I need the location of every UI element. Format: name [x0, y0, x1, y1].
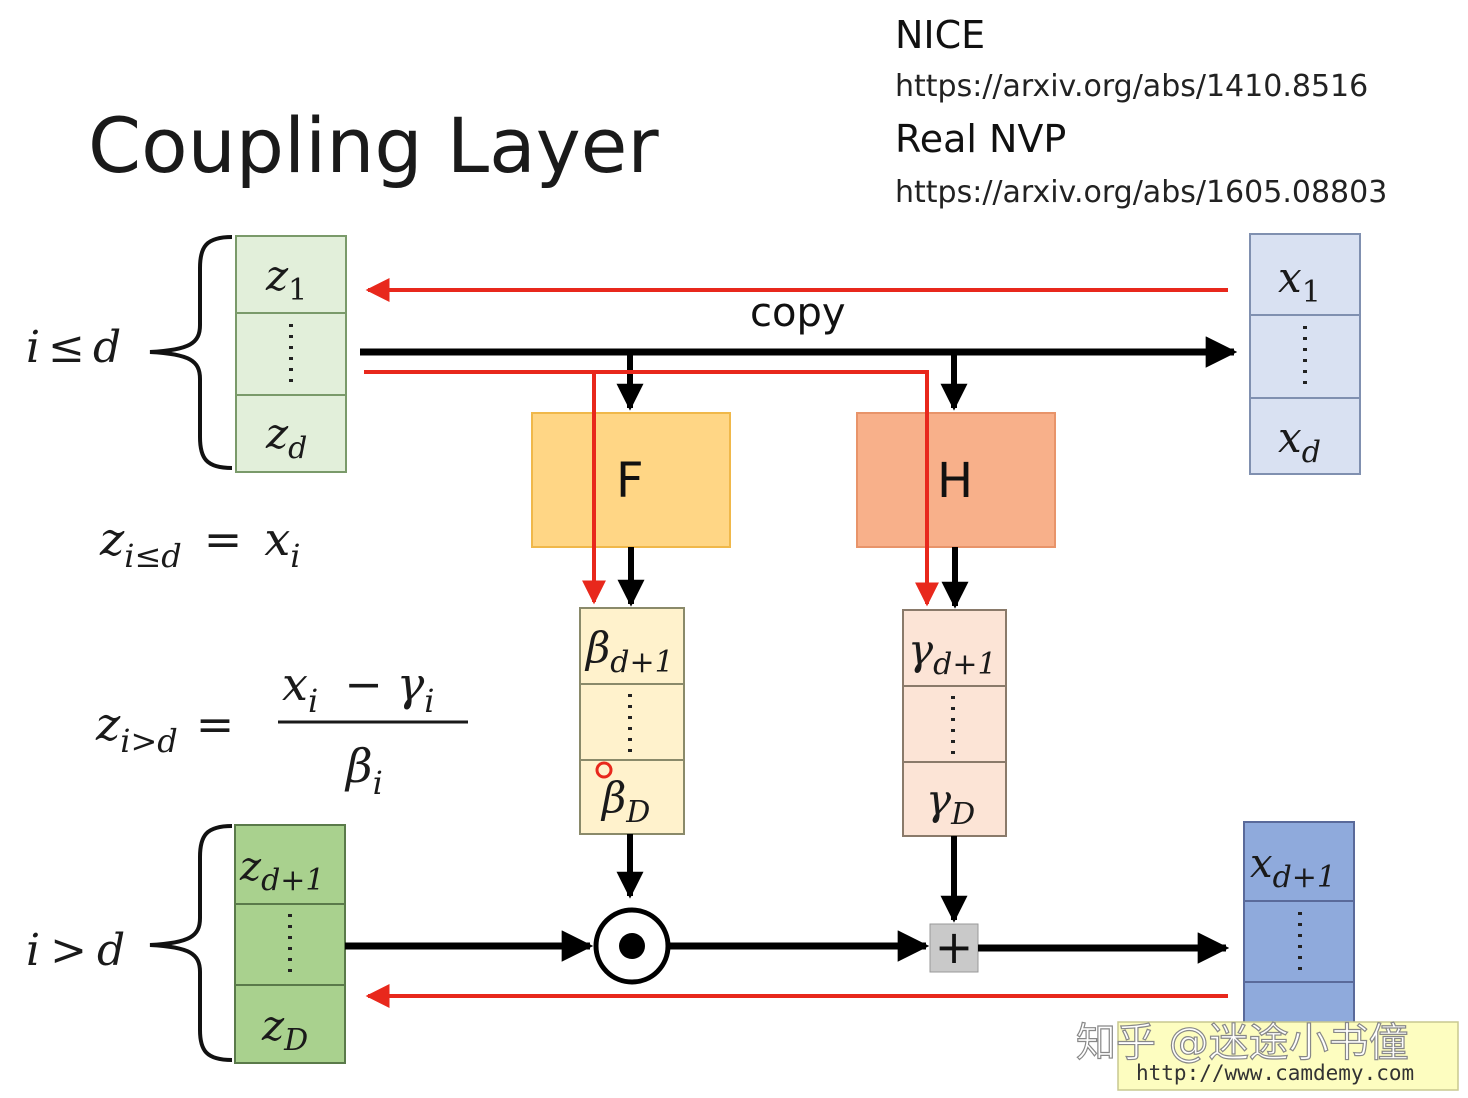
z-upper-vector: z1 zd [235, 235, 347, 473]
elementwise-multiply-operator [593, 907, 671, 985]
equation-lower: zi>d= xi−γi βi [95, 657, 468, 802]
z-lower-vector: zd+1 zD [234, 824, 346, 1064]
watermark: 知乎 @迷途小书僮 http://www.camdemy.com [1075, 1019, 1459, 1091]
brace-upper [149, 235, 233, 470]
fraction-denominator: βi [344, 739, 383, 802]
reference-nice-name: NICE [895, 13, 985, 57]
zhihu-watermark: 知乎 @迷途小书僮 [1076, 1020, 1409, 1066]
inverse-path-to-gamma [364, 370, 939, 607]
equation-upper: zi≤d=xi [99, 512, 301, 575]
cursor-marker [595, 761, 613, 779]
add-operator: + [929, 920, 979, 974]
svg-text:zi>d=: zi>d= [95, 697, 234, 760]
gamma-D-label: γD [926, 775, 975, 832]
z-d-plus-1-label: zd+1 [239, 844, 325, 898]
reference-nice-url[interactable]: https://arxiv.org/abs/1410.8516 [895, 69, 1368, 104]
x-d-plus-1-label: xd+1 [1250, 841, 1336, 895]
beta-vector: βd+1 βD [579, 607, 685, 835]
svg-text:+: + [935, 920, 974, 974]
reference-realnvp-url[interactable]: https://arxiv.org/abs/1605.08803 [895, 175, 1387, 210]
reference-realnvp-name: Real NVP [895, 117, 1066, 161]
beta-D-label: βD [600, 773, 650, 830]
page-title: Coupling Layer [88, 101, 659, 190]
brace-lower [149, 824, 233, 1062]
function-h-label: H [937, 453, 973, 509]
condition-upper: i≤d [26, 322, 121, 373]
function-h-box: H [856, 412, 1056, 548]
function-f-box: F [531, 412, 731, 548]
copy-label: copy [750, 290, 846, 336]
x-upper-vector: x1 xd [1249, 233, 1361, 475]
z-D-label: zD [261, 1001, 308, 1058]
fraction-numerator: xi−γi [282, 657, 434, 720]
condition-lower: i>d [26, 925, 125, 976]
z-1-label: z1 [265, 251, 307, 308]
x-d-label: xd [1278, 413, 1321, 470]
gamma-d-plus-1-label: γd+1 [908, 625, 997, 682]
camdemy-url: http://www.camdemy.com [1136, 1061, 1414, 1085]
z-d-label: zd [265, 409, 307, 466]
function-f-label: F [616, 453, 644, 509]
x-1-label: x1 [1278, 253, 1321, 310]
beta-d-plus-1-label: βd+1 [584, 623, 674, 680]
gamma-vector: γd+1 γD [902, 609, 1007, 837]
